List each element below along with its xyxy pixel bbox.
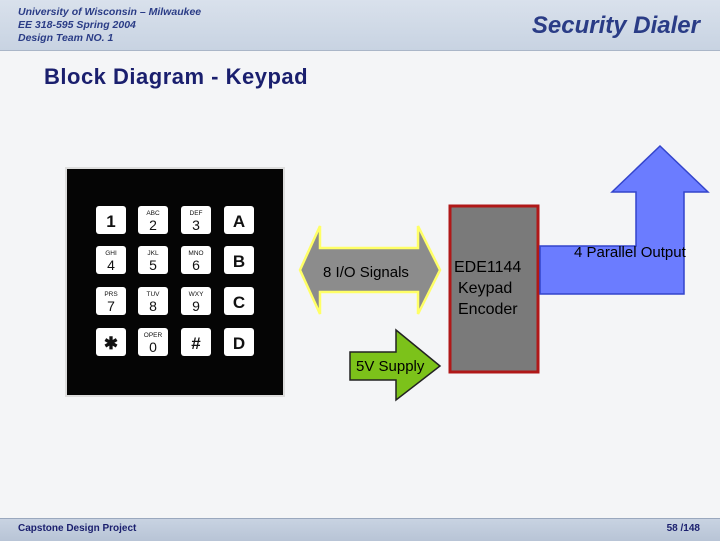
key-digit: 9 [192, 298, 200, 314]
key-13: ✱ [96, 328, 126, 356]
key-digit: B [233, 252, 245, 271]
key-digit: 1 [106, 212, 115, 231]
key-letters: TUV [147, 291, 161, 298]
key-face [138, 328, 168, 356]
encoder-block: EDE1144 Keypad Encoder [448, 204, 540, 374]
footer-project: Capstone Design Project [18, 523, 137, 534]
key-face [224, 246, 254, 274]
key-face [138, 206, 168, 234]
key-digit: D [233, 334, 245, 353]
key-digit: 8 [149, 298, 157, 314]
course-line: EE 318-595 Spring 2004 [18, 19, 136, 31]
key-digit: # [191, 334, 201, 353]
encoder-line-1: EDE1144 [454, 259, 521, 276]
key-letters: MNO [188, 250, 203, 257]
app-title: Security Dialer [531, 12, 700, 39]
key-letters: JKL [147, 250, 159, 257]
key-4: A [224, 206, 254, 234]
key-face [224, 206, 254, 234]
key-digit: 7 [107, 298, 115, 314]
key-face [224, 328, 254, 356]
key-face [181, 287, 211, 315]
course-info: University of Wisconsin – Milwaukee EE 3… [18, 6, 201, 45]
key-face [138, 287, 168, 315]
encoder-line-2: Keypad [458, 280, 512, 297]
team-line: Design Team NO. 1 [18, 32, 114, 44]
key-letters: ABC [146, 210, 160, 217]
key-face [96, 206, 126, 234]
key-letters: DEF [190, 210, 203, 217]
key-15: # [181, 328, 211, 356]
key-letters: GHI [105, 250, 117, 257]
supply-arrow: 5V Supply [349, 328, 442, 402]
output-label: 4 Parallel Output [574, 244, 687, 261]
key-face [96, 246, 126, 274]
key-face [181, 206, 211, 234]
io-signals-label: 8 I/O Signals [323, 264, 409, 281]
key-digit: A [233, 212, 245, 231]
key-digit: 2 [149, 217, 157, 233]
key-digit: C [233, 293, 245, 312]
key-12: C [224, 287, 254, 315]
key-face [96, 287, 126, 315]
keypad-body [65, 167, 285, 397]
key-letters: PRS [104, 291, 118, 298]
key-face [96, 328, 126, 356]
key-face [224, 287, 254, 315]
key-digit: 0 [149, 339, 157, 355]
supply-label: 5V Supply [356, 358, 425, 375]
slide-footer: Capstone Design Project 58 /148 [0, 518, 720, 541]
key-face [181, 246, 211, 274]
key-digit: ✱ [104, 334, 118, 353]
slide-heading: Block Diagram - Keypad [44, 64, 309, 89]
key-1: 1 [96, 206, 126, 234]
key-digit: 4 [107, 257, 115, 273]
key-face [181, 328, 211, 356]
key-digit: 5 [149, 257, 157, 273]
parallel-output-arrow: 4 Parallel Output [539, 144, 710, 295]
page-number: 58 /148 [666, 523, 700, 534]
key-digit: 6 [192, 257, 200, 273]
encoder-line-3: Encoder [458, 301, 518, 318]
key-face [138, 246, 168, 274]
io-signals-arrow: 8 I/O Signals [298, 225, 442, 315]
key-letters: OPER [144, 332, 163, 339]
key-letters: WXY [189, 291, 204, 298]
key-digit: 3 [192, 217, 200, 233]
university-line: University of Wisconsin – Milwaukee [18, 6, 202, 18]
key-16: D [224, 328, 254, 356]
slide-header: University of Wisconsin – Milwaukee EE 3… [0, 0, 720, 51]
key-8: B [224, 246, 254, 274]
